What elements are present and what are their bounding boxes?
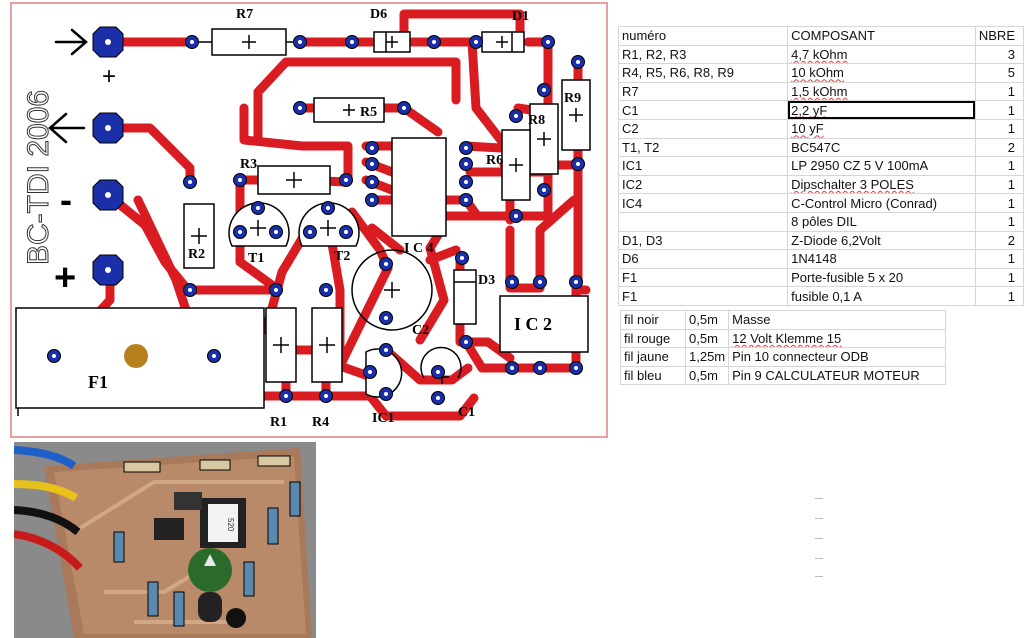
bom-row: R1, R2, R3 4,7 kOhm 3 bbox=[617, 44, 1024, 65]
label-r5: R5 bbox=[360, 105, 377, 120]
bom-row: F1 fusible 0,1 A 1 bbox=[617, 286, 1024, 306]
c1-body bbox=[420, 346, 462, 379]
decorative-dash bbox=[815, 558, 823, 559]
wire-black bbox=[14, 506, 81, 536]
label-d6: D6 bbox=[370, 7, 387, 22]
wire-row: fil jaune 1,25m Pin 10 connecteur ODB bbox=[620, 347, 947, 367]
label-r6: R6 bbox=[486, 153, 503, 168]
bom-row: R4, R5, R6, R8, R9 10 kOhm 5 bbox=[617, 63, 1024, 83]
label-r3: R3 bbox=[240, 157, 257, 172]
assembled-board-photo: 520 bbox=[14, 442, 316, 638]
label-r4: R4 bbox=[312, 415, 329, 430]
label-ic2: I C 2 bbox=[514, 314, 552, 334]
plus-sign-top: + bbox=[102, 63, 116, 90]
label-t2: T2 bbox=[334, 249, 350, 264]
bom-row-selected: C1 2,2 yF 1 bbox=[617, 100, 1024, 120]
f1-fuse-center bbox=[124, 344, 148, 368]
label-f1: F1 bbox=[88, 372, 108, 392]
decorative-dash bbox=[815, 518, 823, 519]
input-arrow-icon bbox=[54, 28, 88, 56]
wire-red bbox=[14, 530, 83, 571]
label-r7: R7 bbox=[236, 7, 253, 22]
photo-chip-marking: 520 bbox=[226, 518, 235, 532]
bom-row: IC4 C-Control Micro (Conrad) 1 bbox=[617, 193, 1024, 213]
label-d3: D3 bbox=[478, 273, 495, 288]
decorative-dash bbox=[815, 576, 823, 577]
label-c2: C2 bbox=[412, 323, 429, 338]
plus-sign-bottom: + bbox=[54, 257, 76, 299]
vertical-board-label: BC-TDI 2006 bbox=[22, 90, 55, 265]
label-r8: R8 bbox=[528, 113, 545, 128]
d3-body bbox=[453, 269, 477, 325]
label-r1: R1 bbox=[270, 415, 287, 430]
pcb-layout-diagram: BC-TDI 2006 + - + R7 D6 D1 R5 R9 R8 R6 R… bbox=[10, 2, 608, 438]
decorative-dash bbox=[815, 498, 823, 499]
label-r2: R2 bbox=[188, 247, 205, 262]
bom-header-qty: NBRE bbox=[974, 26, 1024, 46]
label-ic1: IC1 bbox=[372, 411, 395, 426]
ic4-body bbox=[391, 137, 447, 237]
photo-small-capacitor bbox=[226, 608, 246, 628]
label-c1: C1 bbox=[458, 405, 475, 420]
bom-row: D1, D3 Z-Diode 6,2Volt 2 bbox=[617, 230, 1024, 251]
photo-ic-chip bbox=[208, 504, 238, 542]
wire-row: fil rouge 0,5m 12 Volt Klemme 15 bbox=[620, 328, 947, 349]
bom-header-part: COMPOSANT bbox=[787, 26, 976, 46]
bom-header-ref: numéro bbox=[617, 26, 789, 46]
label-ic4: I C 4 bbox=[404, 241, 434, 256]
bom-header-row: numéro COMPOSANT NBRE bbox=[617, 26, 1024, 46]
minus-sign: - bbox=[60, 179, 72, 220]
ic2-body bbox=[499, 295, 589, 353]
terminal-markers bbox=[48, 28, 88, 144]
label-t1: T1 bbox=[248, 251, 264, 266]
bom-table: numéro COMPOSANT NBRE R1, R2, R3 4,7 kOh… bbox=[617, 26, 1024, 306]
bom-row: D6 1N4148 1 bbox=[617, 249, 1024, 269]
wire-table: fil noir 0,5m Masse fil rouge 0,5m 12 Vo… bbox=[620, 310, 947, 386]
bom-row: 8 pôles DIL 1 bbox=[617, 211, 1024, 232]
board-labels: BC-TDI 2006 + - + R7 D6 D1 R5 R9 R8 R6 R… bbox=[22, 7, 582, 430]
bom-row: F1 Porte-fusible 5 x 20 1 bbox=[617, 267, 1024, 288]
decorative-dash bbox=[815, 538, 823, 539]
bom-row: R7 1,5 kOhm 1 bbox=[617, 81, 1024, 102]
bom-row: IC1 LP 2950 CZ 5 V 100mA 1 bbox=[617, 156, 1024, 176]
label-d1: D1 bbox=[512, 9, 529, 24]
label-r9: R9 bbox=[564, 91, 581, 106]
bom-row: C2 10 yF 1 bbox=[617, 118, 1024, 139]
output-arrow-icon bbox=[48, 112, 86, 144]
wire-row: fil noir 0,5m Masse bbox=[620, 310, 947, 330]
wire-row: fil bleu 0,5m Pin 9 CALCULATEUR MOTEUR bbox=[620, 365, 947, 386]
c2-body bbox=[351, 249, 433, 331]
bom-row: T1, T2 BC547C 2 bbox=[617, 137, 1024, 158]
wire-yellow bbox=[14, 480, 79, 502]
wire-blue bbox=[14, 446, 77, 470]
bom-row: IC2 Dipschalter 3 POLES 1 bbox=[617, 174, 1024, 195]
photo-capacitor bbox=[188, 548, 232, 592]
